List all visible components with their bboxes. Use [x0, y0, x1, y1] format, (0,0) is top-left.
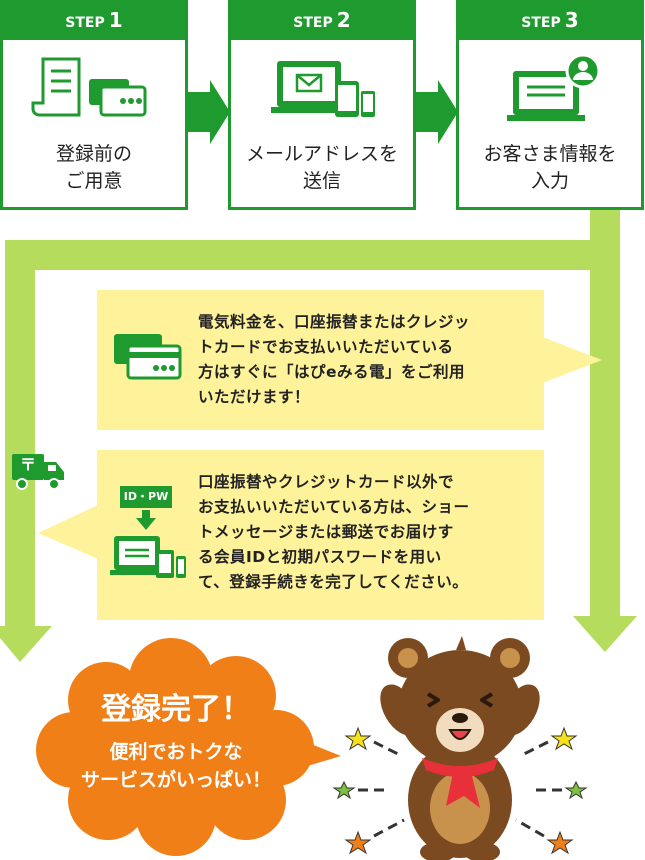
- step-3-label: お客さま情報を入力: [483, 143, 617, 192]
- devices-id-icon: [110, 510, 186, 578]
- info-box-id-password: [97, 450, 544, 620]
- box2-message: 口座振替やクレジットカード以外で お支払いいただいている方は、ショー トメッセー…: [198, 473, 470, 591]
- step-1-label: 登録前のご用意: [55, 143, 132, 192]
- box1-message: 電気料金を、口座振替またはクレジッ トカードでお支払いいただいている 方はすぐに…: [198, 313, 471, 406]
- completion-title: 登録完了！: [101, 692, 251, 727]
- bear-mascot: [332, 636, 588, 860]
- sparkle-stars: [332, 726, 588, 855]
- step-2-label: メールアドレスを送信: [245, 143, 398, 192]
- box2-pointer: [38, 505, 98, 559]
- credit-card-icon: [114, 334, 182, 380]
- devices-mail-icon: [271, 61, 375, 117]
- id-pw-badge: ID・PW: [120, 486, 172, 508]
- box1-pointer: [540, 336, 602, 384]
- postal-mark: 〒: [19, 455, 36, 474]
- completion-subtitle: 便利でおトクなサービスがいっぱい！: [80, 741, 271, 791]
- document-card-icon: [31, 57, 147, 117]
- monitor-user-icon: [507, 55, 601, 121]
- completion-cloud: [36, 638, 341, 856]
- mail-truck-icon: [12, 454, 64, 490]
